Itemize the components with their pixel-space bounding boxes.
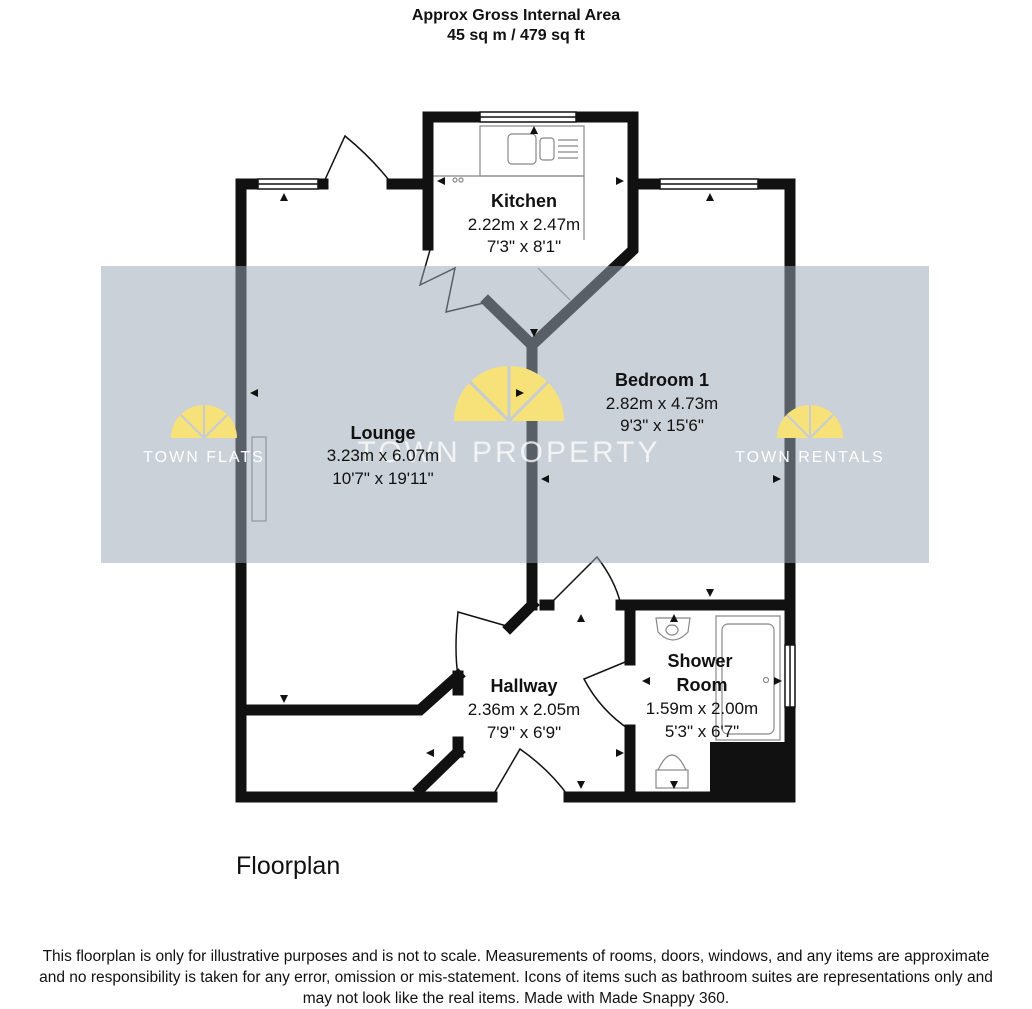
room-lounge-imperial: 10'7" x 19'11" [332, 469, 433, 488]
room-shower-imperial: 5'3" x 6'7" [665, 722, 739, 741]
area-header: Approx Gross Internal Area 45 sq m / 479… [0, 6, 1032, 46]
toilet-cistern [655, 769, 689, 789]
room-bedroom-metric: 2.82m x 4.73m [606, 394, 718, 413]
room-bedroom-name: Bedroom 1 [615, 370, 709, 390]
wall-east [752, 178, 796, 803]
watermark-center-text: TOWN PROPERTY [358, 436, 661, 469]
watermark-left-text: TOWN FLATS [143, 449, 265, 466]
room-kitchen-imperial: 7'3" x 8'1" [487, 237, 561, 256]
room-shower: Shower Room 1.59m x 2.00m 5'3" x 6'7" [646, 651, 758, 741]
room-bedroom-imperial: 9'3" x 15'6" [620, 416, 704, 435]
wall-kitchen-west [422, 111, 486, 190]
room-kitchen: Kitchen 2.22m x 2.47m 7'3" x 8'1" [468, 191, 580, 256]
windows [257, 111, 796, 708]
disclaimer-line-3: may not look like the real items. Made w… [302, 990, 730, 1007]
door-cupboard [419, 751, 459, 790]
area-header-title: Approx Gross Internal Area [411, 7, 621, 24]
area-header-size: 45 sq m / 479 sq ft [447, 27, 585, 44]
watermark: TOWN FLATS TOWN PROPERTY TOWN RENTALS [101, 266, 929, 563]
room-shower-name-line1: Shower [667, 651, 732, 671]
watermark-right-text: TOWN RENTALS [735, 449, 885, 466]
boiler-cupboard [710, 742, 795, 802]
door-lounge-external [322, 134, 393, 185]
measurement-arrows [250, 126, 782, 789]
door-front [491, 747, 570, 798]
room-shower-name-line2: Room [677, 675, 728, 695]
plan-title: Floorplan [236, 852, 341, 880]
room-hallway-metric: 2.36m x 2.05m [468, 700, 580, 719]
room-kitchen-name: Kitchen [491, 191, 557, 211]
shower-drain [762, 676, 770, 684]
door-lounge [455, 611, 511, 677]
disclaimer-line-2: and no responsibility is taken for any e… [39, 969, 993, 986]
disclaimer: This floorplan is only for illustrative … [0, 946, 1032, 1009]
kitchen-sink-bowl [507, 133, 537, 165]
room-hallway: Hallway 2.36m x 2.05m 7'9" x 6'9" [468, 676, 580, 742]
door-bedroom [548, 555, 622, 606]
room-lounge-metric: 3.23m x 6.07m [327, 446, 439, 465]
sun-logo-left [171, 405, 237, 439]
room-bedroom: Bedroom 1 2.82m x 4.73m 9'3" x 15'6" [606, 370, 718, 435]
toilet-bowl [657, 754, 687, 771]
sun-logo-center [454, 366, 564, 423]
room-hallway-imperial: 7'9" x 6'9" [487, 723, 561, 742]
room-lounge-name: Lounge [351, 423, 416, 443]
door-shower-room [582, 659, 631, 731]
disclaimer-line-1: This floorplan is only for illustrative … [42, 948, 990, 965]
washbasin [655, 617, 691, 641]
shower-tray [715, 615, 781, 741]
room-shower-metric: 1.59m x 2.00m [646, 699, 758, 718]
sun-logo-right [777, 405, 843, 439]
room-hallway-name: Hallway [490, 676, 557, 696]
room-kitchen-metric: 2.22m x 2.47m [468, 215, 580, 234]
wall-lounge-hall [235, 668, 466, 716]
kitchen-sink-half-bowl [539, 137, 555, 161]
room-lounge: Lounge 3.23m x 6.07m 10'7" x 19'11" [327, 423, 439, 488]
